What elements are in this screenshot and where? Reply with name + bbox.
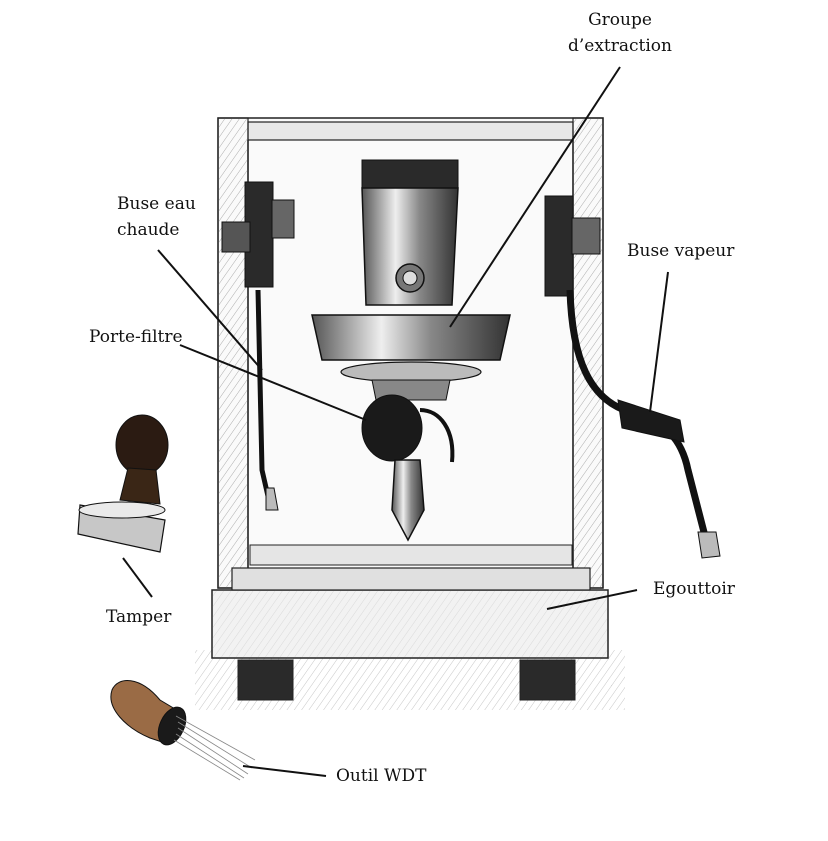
label-porte-filtre: Porte-filtre xyxy=(89,327,183,347)
leader-buse-eau xyxy=(157,249,263,371)
leader-porte-filtre xyxy=(179,344,367,421)
steam-wand xyxy=(544,195,721,559)
leader-groupe xyxy=(449,66,621,328)
label-egouttoir: Egouttoir xyxy=(653,579,735,599)
label-buse-vapeur: Buse vapeur xyxy=(627,241,735,261)
label-tamper: Tamper xyxy=(106,607,172,627)
leader-outil-wdt xyxy=(242,765,327,777)
label-buse-eau-line1: Buse eau xyxy=(117,194,196,214)
portafilter xyxy=(361,379,455,542)
label-groupe-extraction: Groupe d’extraction xyxy=(555,7,685,59)
label-groupe-line1: Groupe xyxy=(588,10,652,30)
label-groupe-line2: d’extraction xyxy=(567,36,672,56)
label-buse-eau-chaude: Buse eau chaude xyxy=(117,191,196,243)
hot-water-wand xyxy=(221,181,295,511)
leader-tamper xyxy=(122,557,153,598)
wdt-tool-illustration xyxy=(110,680,256,781)
leader-lines xyxy=(122,66,669,777)
leader-buse-vapeur xyxy=(649,271,669,413)
drip-tray xyxy=(211,567,609,701)
label-outil-wdt: Outil WDT xyxy=(336,766,427,786)
tamper-illustration xyxy=(77,414,169,553)
leader-egouttoir xyxy=(546,589,638,610)
label-buse-eau-line2: chaude xyxy=(117,220,180,240)
group-head xyxy=(311,159,511,383)
